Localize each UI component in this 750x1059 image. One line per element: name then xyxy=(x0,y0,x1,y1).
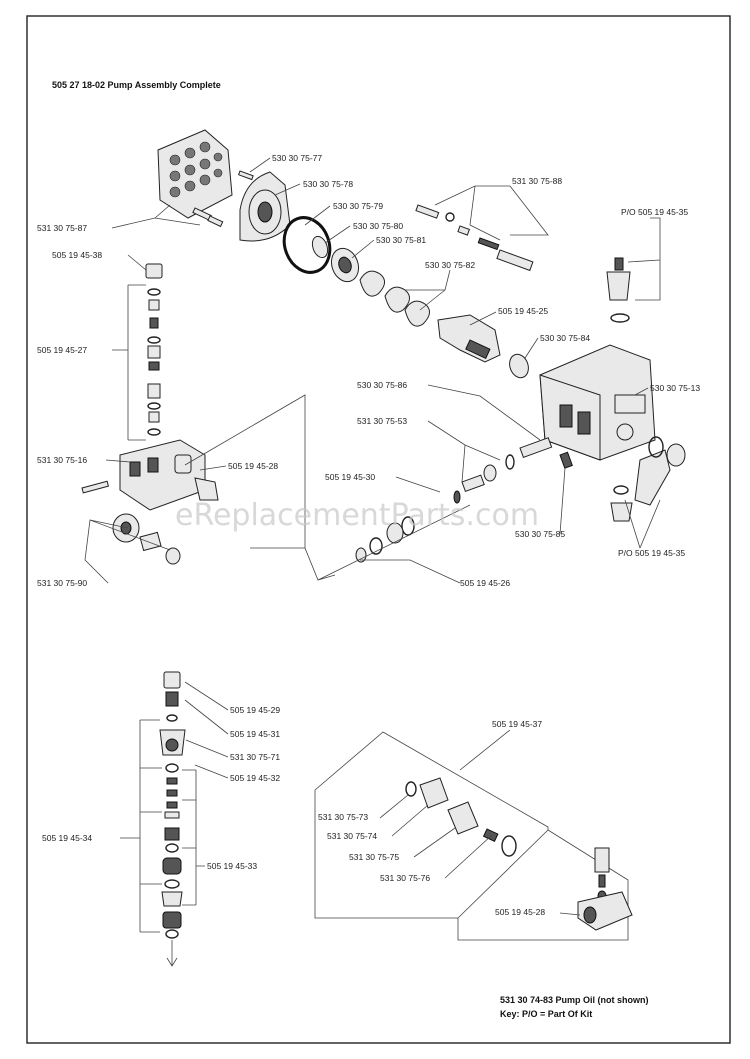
label-531-30-75-90: 531 30 75-90 xyxy=(37,578,87,588)
pump-oil-note: 531 30 74-83 Pump Oil (not shown) xyxy=(500,995,649,1005)
page-frame xyxy=(26,15,731,1044)
sight-plug xyxy=(610,485,633,522)
label-505-19-45-31: 505 19 45-31 xyxy=(230,729,280,739)
label-505-19-45-28: 505 19 45-28 xyxy=(228,461,278,471)
label-530-30-75-85: 530 30 75-85 xyxy=(515,529,565,539)
kit-valve-body xyxy=(577,847,633,931)
leader-lines-lower-left xyxy=(120,681,229,933)
label-530-30-75-82: 530 30 75-82 xyxy=(425,260,475,270)
connecting-rods xyxy=(359,270,430,327)
pump-housing xyxy=(539,344,656,461)
cover-screw xyxy=(237,170,254,181)
cover-bolts xyxy=(192,207,224,228)
label-531-30-75-53: 531 30 75-53 xyxy=(357,416,407,426)
bearing xyxy=(330,247,360,283)
label-505-19-45-30: 505 19 45-30 xyxy=(325,472,375,482)
label-505-19-45-26: 505 19 45-26 xyxy=(460,578,510,588)
guide-lines-top xyxy=(184,394,471,581)
large-o-ring xyxy=(282,216,332,274)
inlet-fittings xyxy=(112,513,181,565)
bearing-cover xyxy=(239,171,291,242)
label-531-30-75-88: 531 30 75-88 xyxy=(512,176,562,186)
crankshaft xyxy=(437,314,501,363)
label-530-30-75-79: 530 30 75-79 xyxy=(333,201,383,211)
label-505-19-45-29: 505 19 45-29 xyxy=(230,705,280,715)
plunger-seals xyxy=(355,437,573,563)
label-530-30-75-77: 530 30 75-77 xyxy=(272,153,322,163)
label-505-19-45-25: 505 19 45-25 xyxy=(498,306,548,316)
rear-cover-plate xyxy=(157,129,233,219)
label-531-30-75-74: 531 30 75-74 xyxy=(327,831,377,841)
label-530-30-75-80: 530 30 75-80 xyxy=(353,221,403,231)
kit-parts xyxy=(405,777,517,857)
oil-dipstick xyxy=(606,257,631,323)
label-505-19-45-28-kit: 505 19 45-28 xyxy=(495,907,545,917)
crank-seal xyxy=(509,353,529,379)
kit-inner-divider xyxy=(457,829,549,919)
label-531-30-75-73: 531 30 75-73 xyxy=(318,812,368,822)
drain-elbow xyxy=(634,436,686,506)
label-po-505-19-45-35-bottom: P/O 505 19 45-35 xyxy=(618,548,685,558)
leader-lines-top xyxy=(84,157,661,584)
label-531-30-75-75: 531 30 75-75 xyxy=(349,852,399,862)
label-531-30-75-71: 531 30 75-71 xyxy=(230,752,280,762)
label-531-30-75-76: 531 30 75-76 xyxy=(380,873,430,883)
label-530-30-75-81: 530 30 75-81 xyxy=(376,235,426,245)
label-530-30-75-84: 530 30 75-84 xyxy=(540,333,590,343)
leader-lines-lower-right xyxy=(379,729,581,916)
label-531-30-75-87: 531 30 75-87 xyxy=(37,223,87,233)
label-531-30-75-16: 531 30 75-16 xyxy=(37,455,87,465)
diagram-title: 505 27 18-02 Pump Assembly Complete xyxy=(52,80,221,90)
watermark: eReplacementParts.com xyxy=(175,498,539,533)
manifold-head xyxy=(119,439,219,511)
valve-stack-left xyxy=(145,263,163,436)
label-505-19-45-33: 505 19 45-33 xyxy=(207,861,257,871)
label-505-19-45-38: 505 19 45-38 xyxy=(52,250,102,260)
label-530-30-75-13: 530 30 75-13 xyxy=(650,383,700,393)
oil-seal xyxy=(311,235,329,259)
label-505-19-45-27: 505 19 45-27 xyxy=(37,345,87,355)
label-505-19-45-37: 505 19 45-37 xyxy=(492,719,542,729)
label-505-19-45-32: 505 19 45-32 xyxy=(230,773,280,783)
label-530-30-75-78: 530 30 75-78 xyxy=(303,179,353,189)
label-505-19-45-34: 505 19 45-34 xyxy=(42,833,92,843)
plunger-set xyxy=(415,204,534,272)
manifold-bolt xyxy=(81,480,110,494)
label-530-30-75-86: 530 30 75-86 xyxy=(357,380,407,390)
unloader-valve-stack xyxy=(159,671,186,967)
label-po-505-19-45-35-top: P/O 505 19 45-35 xyxy=(621,207,688,217)
key-note: Key: P/O = Part Of Kit xyxy=(500,1009,592,1019)
